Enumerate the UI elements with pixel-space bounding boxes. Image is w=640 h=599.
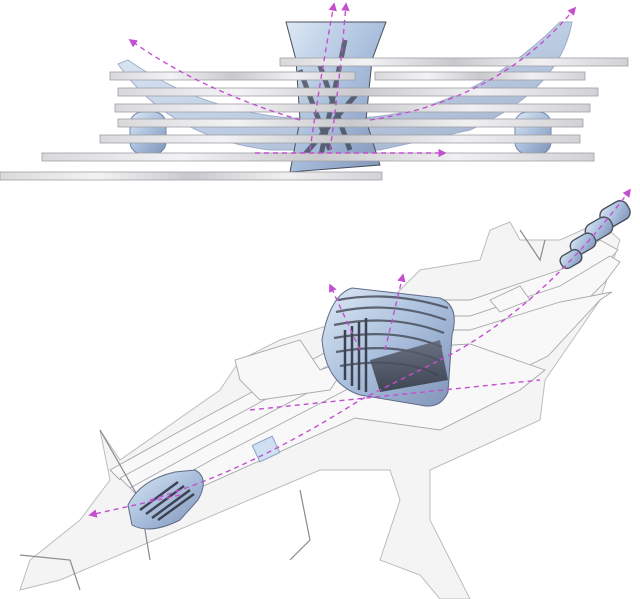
section-left-core — [129, 111, 167, 155]
section-slab — [114, 103, 591, 113]
section-slab — [41, 152, 595, 162]
section-floor-slabs — [0, 57, 629, 181]
section-view — [0, 2, 629, 181]
section-right-core — [514, 111, 552, 155]
axon-left-volume — [127, 435, 281, 530]
section-arrow — [329, 2, 350, 151]
axon-wall — [519, 229, 546, 262]
axon-arrow — [149, 359, 441, 501]
axon-arrow — [439, 188, 632, 361]
left-volume-stairs — [139, 481, 195, 521]
central-volume-columns — [343, 318, 368, 392]
section-central-core — [285, 21, 387, 173]
left-volume-panel — [251, 435, 281, 463]
axon-wall — [289, 489, 311, 561]
section-slab — [279, 57, 629, 67]
central-volume-stair — [370, 340, 448, 392]
axon-arrow — [329, 283, 361, 351]
section-slab — [117, 87, 599, 97]
section-slab — [117, 118, 584, 128]
axon-arrow — [249, 379, 541, 411]
axonometric-view — [19, 188, 632, 599]
central-volume-ribs — [333, 295, 449, 376]
axon-arrow — [88, 494, 181, 518]
section-slab — [109, 71, 356, 81]
section-slab — [99, 134, 581, 144]
section-arrow — [369, 6, 577, 121]
section-arrow — [309, 2, 337, 151]
section-slab — [374, 71, 586, 81]
axon-wall — [19, 554, 81, 591]
section-slab — [0, 171, 383, 181]
section-circulation-arrows — [128, 2, 577, 158]
axon-circulation-arrows — [88, 188, 632, 518]
axon-arrow — [384, 273, 406, 351]
axon-central-volume — [321, 287, 455, 407]
